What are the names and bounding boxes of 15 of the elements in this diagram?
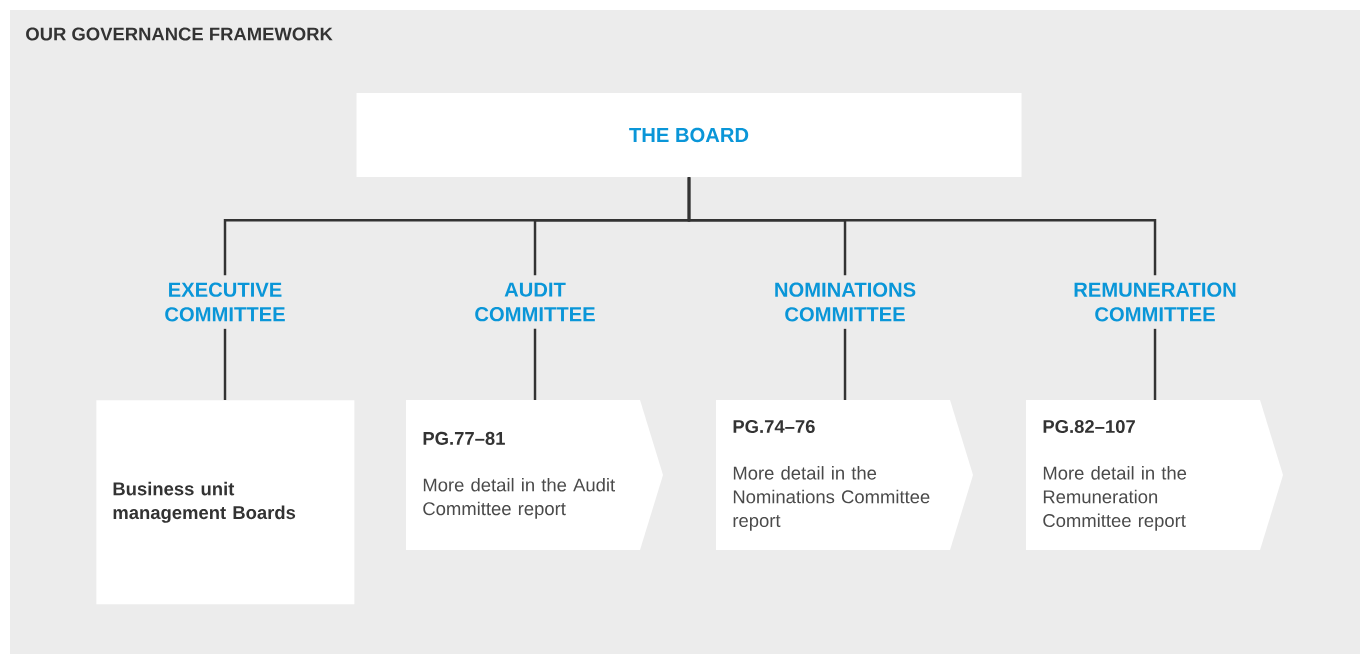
committee-label: NOMINATIONS COMMITTEE [775, 282, 916, 322]
arrow-box: PG.82–107 More detail in the Remuneration Committee report [1026, 400, 1283, 550]
connector-line [1153, 328, 1157, 400]
connector-line [533, 328, 537, 400]
connector-line [687, 177, 1157, 276]
arrow-box: PG.77–81 More detail in the Audit Committee report [406, 400, 663, 550]
connector-line [223, 328, 227, 400]
connector-line [843, 328, 847, 400]
committee-label: REMUNERATION COMMITTEE [1074, 282, 1236, 322]
committee-label: EXECUTIVE COMMITTEE [165, 282, 285, 322]
board-box: THE BOARD [356, 93, 1022, 177]
arrow-box: PG.74–76 More detail in the Nominations Committee report [716, 400, 973, 550]
committee-label: AUDIT COMMITTEE [475, 282, 595, 322]
title: OUR GOVERNANCE FRAMEWORK [26, 27, 333, 41]
info-box: Business unit management Boards [96, 400, 355, 605]
